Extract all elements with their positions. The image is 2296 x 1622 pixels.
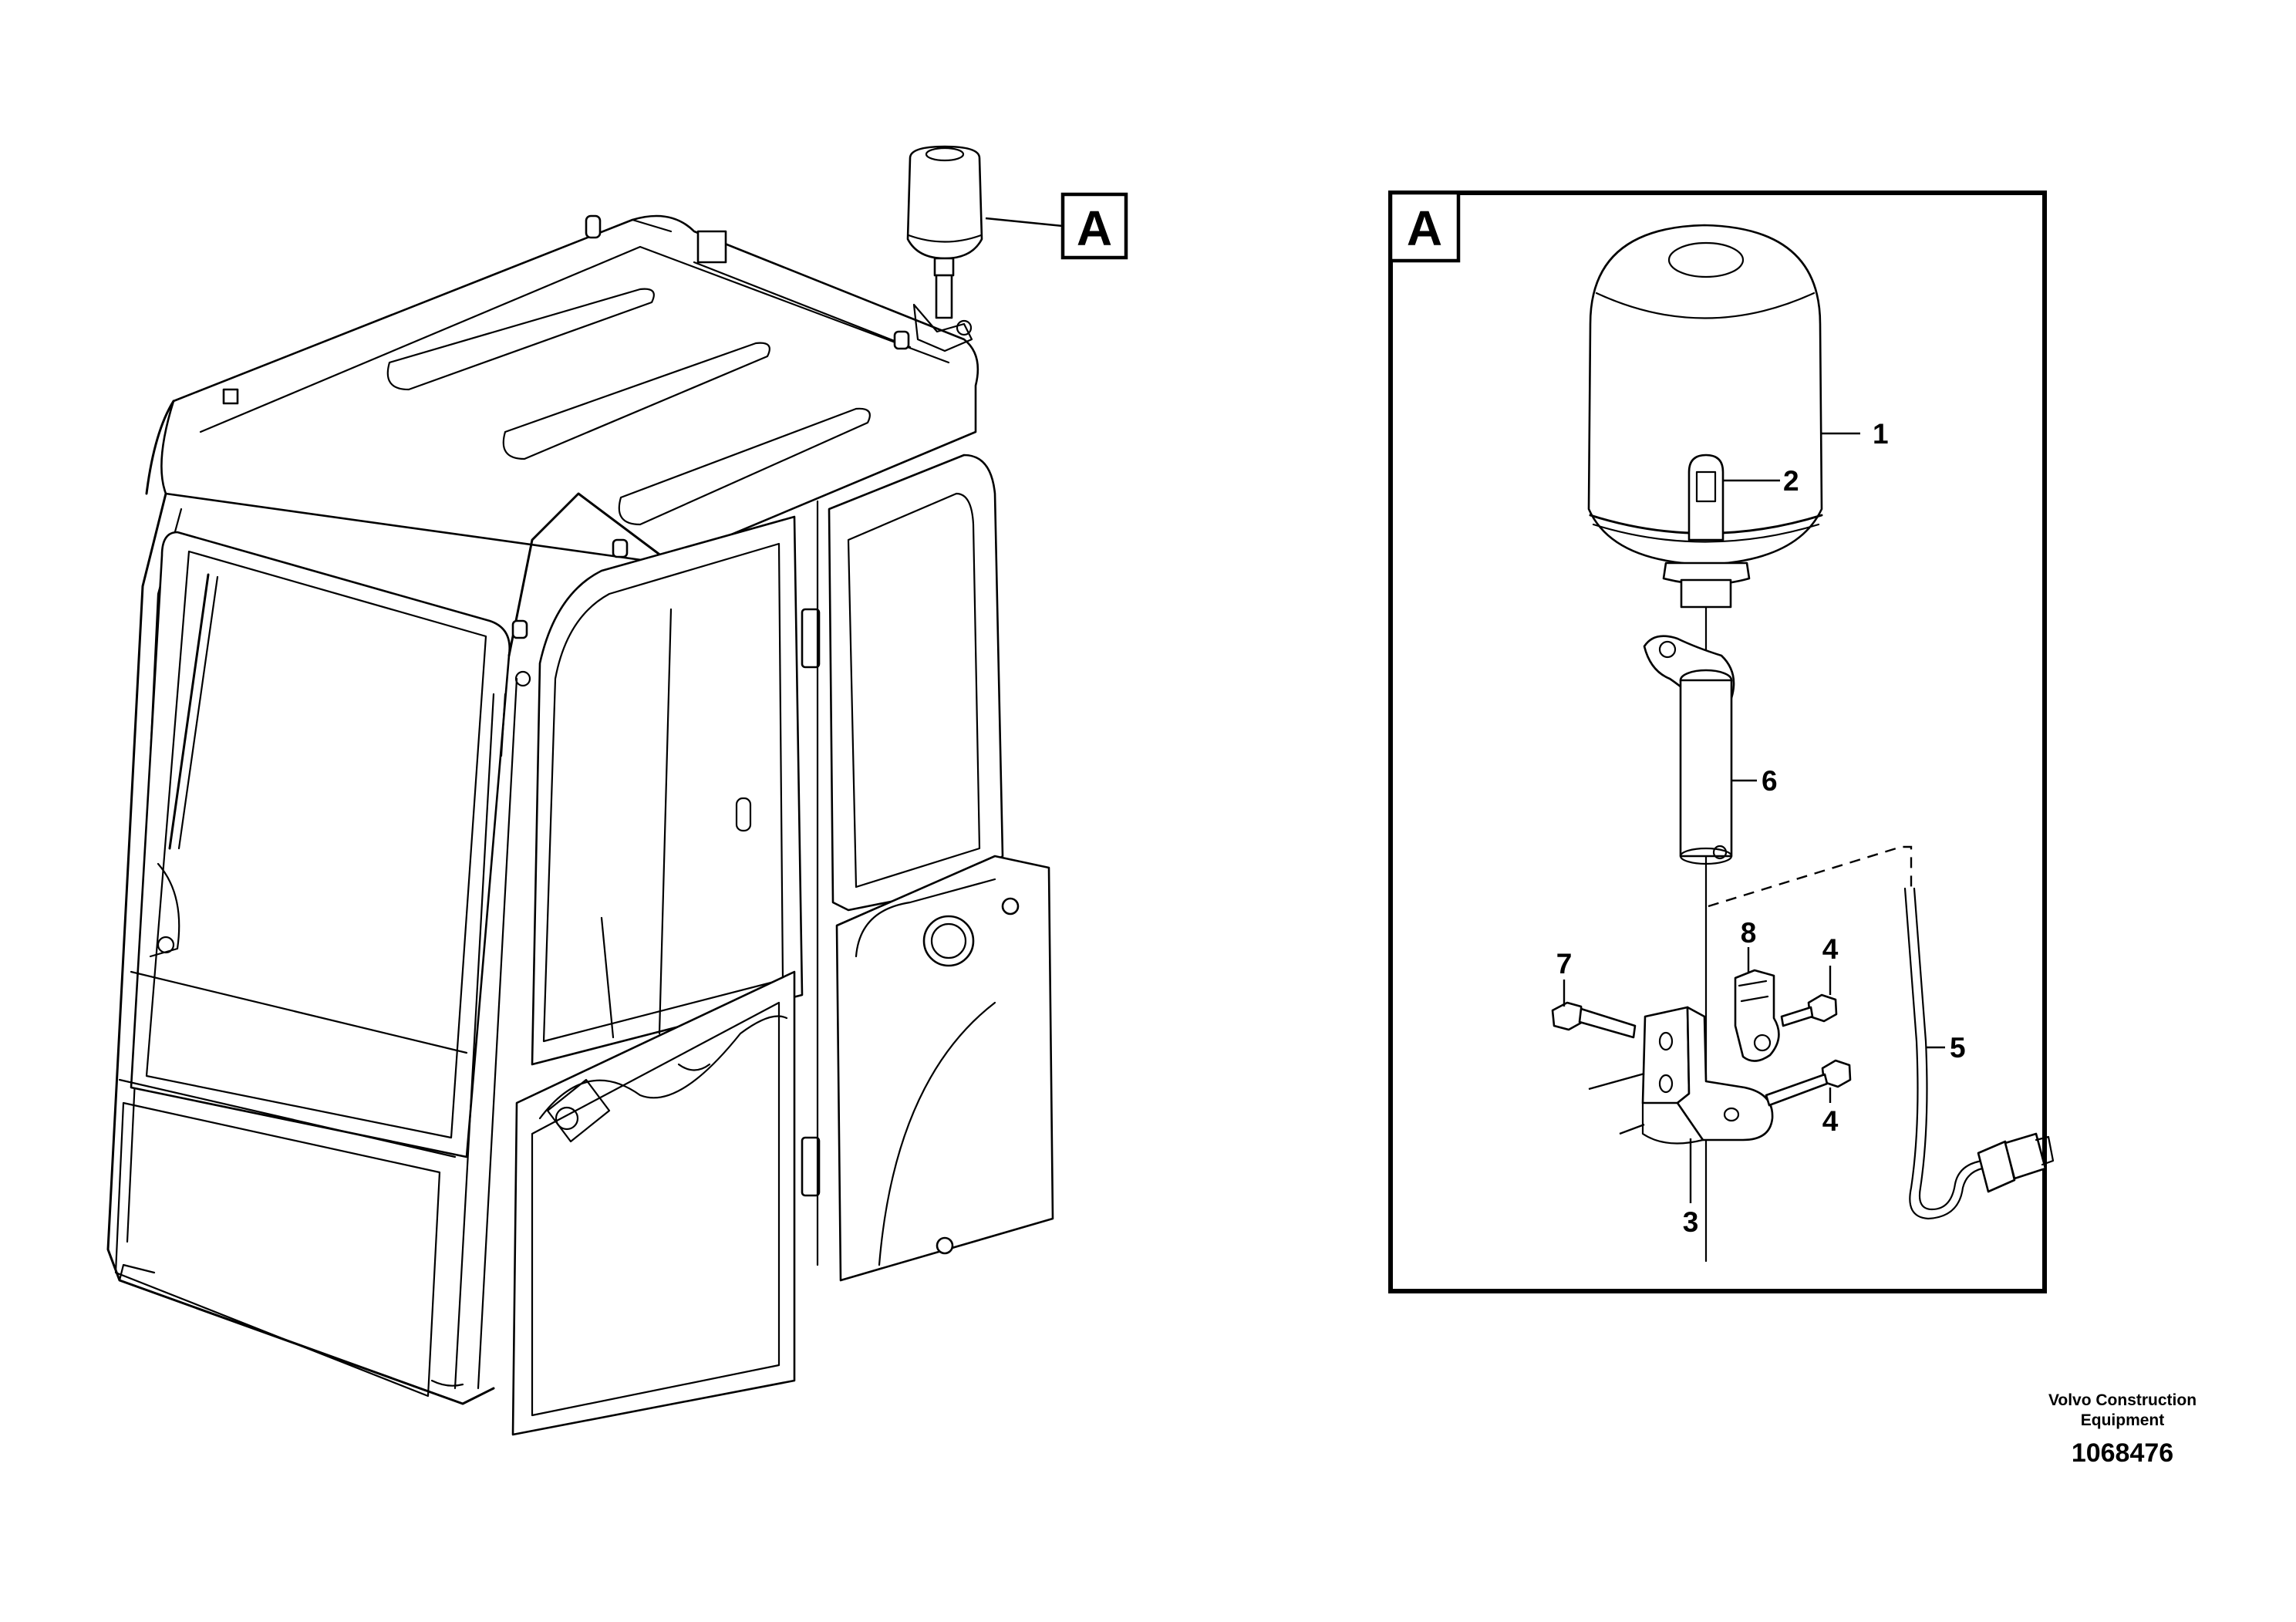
callout-5: 5: [1950, 1032, 1966, 1064]
view-a-reference-tag: A: [1060, 192, 1128, 260]
callout-4-upper: 4: [1822, 933, 1839, 965]
detail-frame: [1388, 191, 2047, 1293]
clamp-8: [1734, 969, 1780, 1062]
company-name-line2: Equipment: [2081, 1411, 2165, 1429]
title-block: Volvo Construction Equipment 1068476: [2048, 1391, 2197, 1468]
callout-7: 7: [1556, 948, 1573, 980]
cable-routing-line: [1708, 845, 1913, 908]
callout-8: 8: [1741, 917, 1757, 949]
detail-view-tag: [1388, 191, 1461, 263]
cable-harness: [1903, 887, 2055, 1220]
view-a-reference-line: [985, 217, 1064, 228]
drawing-number: 1068476: [2072, 1438, 2173, 1468]
detail-view-a: A: [1388, 191, 2055, 1293]
company-name-line1: Volvo Construction: [2048, 1391, 2197, 1409]
callout-4-lower: 4: [1822, 1105, 1839, 1137]
mounting-bracket: [1641, 1006, 1774, 1145]
callout-2: 2: [1783, 465, 1799, 497]
callout-3: 3: [1683, 1206, 1699, 1238]
callout-6: 6: [1762, 765, 1778, 797]
beacon-latch: [1687, 454, 1725, 541]
cab-overview-drawing: [106, 145, 1054, 1436]
bolt-7: [1551, 1001, 1637, 1039]
bolt-4-lower: [1765, 1059, 1852, 1107]
callout-1: 1: [1873, 418, 1889, 450]
detail-view-label: A: [1407, 201, 1442, 256]
view-a-reference-label: A: [1077, 201, 1112, 256]
mounting-pole: [1643, 635, 1735, 865]
bolt-4-upper: [1780, 993, 1838, 1027]
